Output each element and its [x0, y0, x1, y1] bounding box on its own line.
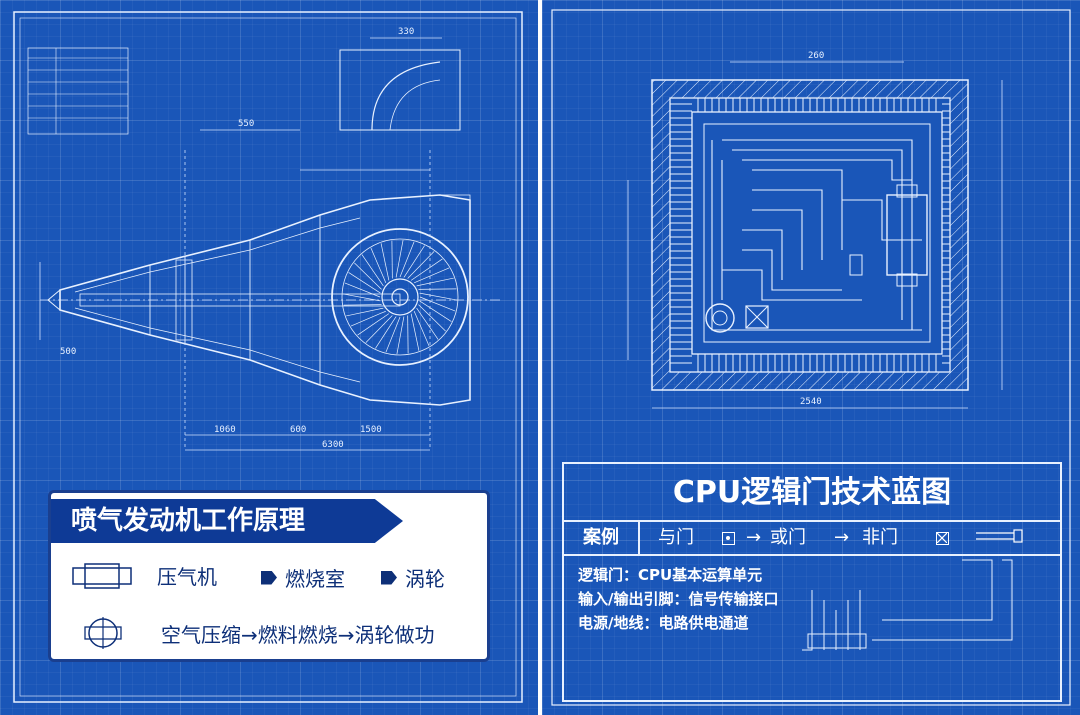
- dim-550: 550: [238, 119, 254, 129]
- engine-drawing: 330: [13, 11, 523, 703]
- cpu-drawing: 260 2540: [551, 9, 1071, 706]
- legend-compressor: 压气机: [71, 561, 217, 590]
- legend-combustor: 燃烧室: [261, 563, 345, 592]
- fan-blade: [343, 293, 381, 302]
- dim-600: 600: [290, 425, 306, 435]
- compressor-icon: [72, 562, 132, 589]
- turbine-marker-icon: [381, 570, 397, 585]
- fan-blade: [346, 307, 384, 317]
- case-label: 案例: [564, 522, 640, 554]
- dim-1060: 1060: [214, 425, 236, 435]
- fan-blade: [361, 254, 384, 287]
- cpu-case-row: 案例 与门 → 或门 → 非门: [564, 522, 1060, 556]
- not-gate-label: 非门: [862, 527, 898, 548]
- connector-icon: [976, 522, 1026, 554]
- cpu-title-block: CPU逻辑门技术蓝图 案例 与门 → 或门 → 非门 逻辑门：CPU基本运算单元…: [562, 462, 1062, 702]
- fan-blade: [354, 262, 382, 290]
- fan-blade: [380, 243, 390, 281]
- inlet-detail: 330: [339, 27, 461, 131]
- turbine-schematic-icon: [84, 617, 122, 649]
- cpu-blueprint-panel: 260 2540 CPU逻辑门技术蓝图 案例 与门 → 或门 → 非门: [542, 0, 1080, 715]
- dim-330: 330: [398, 27, 414, 37]
- spec-table: [27, 47, 129, 135]
- arrow-1: →: [746, 527, 762, 548]
- fan-blade: [385, 316, 401, 353]
- cpu-package: [651, 79, 969, 391]
- fan-blade: [418, 304, 446, 332]
- engine-blueprint-panel: 330: [0, 0, 538, 715]
- fan-blade: [419, 292, 457, 301]
- fan-blade: [407, 251, 435, 279]
- fan-blade: [375, 316, 397, 349]
- legend-process: 空气压缩→燃料燃烧→涡轮做功: [79, 615, 435, 651]
- block-leads: [802, 559, 1013, 651]
- compressor-label: 压气机: [157, 565, 217, 589]
- desc-io-pins: 输入/输出引脚：信号传输接口: [578, 590, 779, 608]
- desc-logic-gate: 逻辑门：CPU基本运算单元: [578, 566, 763, 584]
- fan-blade: [350, 310, 386, 327]
- fan-blade: [419, 296, 456, 312]
- dim-top: 260: [808, 51, 824, 61]
- dim-6300: 6300: [322, 440, 344, 450]
- dim-bottom: 2540: [800, 397, 822, 407]
- legend-turbine: 涡轮: [381, 563, 445, 592]
- combustor-label: 燃烧室: [285, 567, 345, 591]
- fan-blade: [419, 300, 452, 322]
- process-label: 空气压缩→燃料燃烧→涡轮做功: [161, 622, 435, 647]
- fan-blade: [348, 272, 381, 294]
- fan-blade: [416, 277, 454, 287]
- cross-square-icon: [936, 522, 949, 554]
- fan-blade: [357, 313, 390, 336]
- fan-blade: [370, 247, 387, 283]
- turbine-label: 涡轮: [405, 567, 445, 591]
- circuit-traces: [711, 139, 922, 331]
- fan-blade: [344, 282, 381, 298]
- engine-legend-box: 喷气发动机工作原理 压气机 燃烧室 涡轮 空气压缩→燃料燃烧→涡轮做功: [48, 490, 490, 662]
- fan-blade: [399, 241, 415, 278]
- or-gate-label: 或门: [770, 527, 806, 548]
- fan-blade: [413, 311, 430, 347]
- cpu-dimensions: 260 2540: [627, 51, 1003, 409]
- cpu-title: CPU逻辑门技术蓝图: [564, 464, 1060, 522]
- dim-500: 500: [60, 347, 76, 357]
- fan-blade: [410, 258, 443, 281]
- combustor-marker-icon: [261, 570, 277, 585]
- dim-1500: 1500: [360, 425, 382, 435]
- fan-blade: [365, 315, 393, 343]
- engine-title: 喷气发动机工作原理: [51, 499, 403, 543]
- fan-blade: [396, 316, 405, 354]
- fan-blade: [403, 245, 425, 278]
- dot-square-icon: [722, 522, 735, 554]
- fan-blade: [416, 307, 439, 340]
- engine-body: [47, 194, 471, 406]
- dimension-lines: 550 1060 600 1500 6300 500: [39, 119, 431, 451]
- and-gate-label: 与门: [658, 527, 694, 548]
- fan-blade: [395, 240, 404, 278]
- pin-array: [670, 98, 950, 372]
- fan-blade: [410, 313, 420, 351]
- fan-blade: [414, 267, 450, 284]
- desc-power: 电源/地线：电路供电通道: [578, 614, 749, 632]
- arrow-2: →: [834, 527, 850, 548]
